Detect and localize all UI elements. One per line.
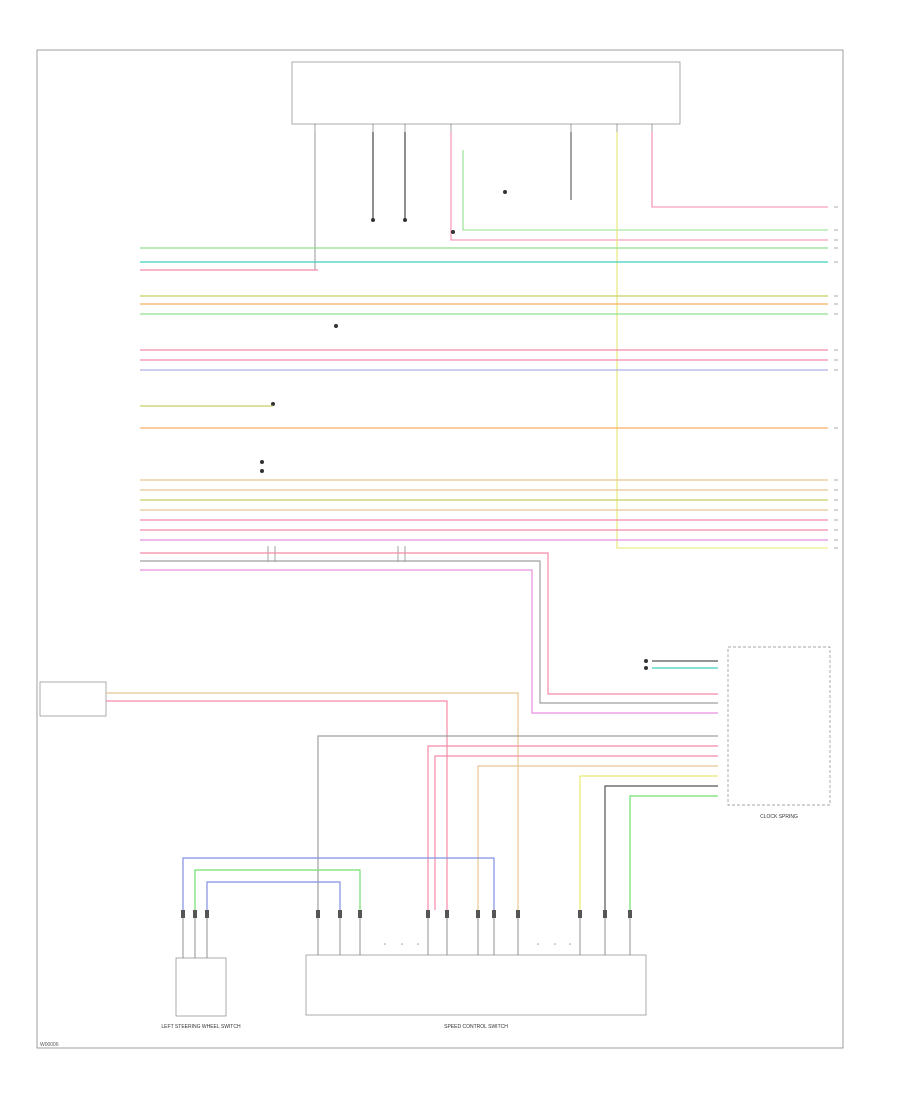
ground-nodes [260, 190, 648, 670]
top-module-pins [314, 124, 653, 132]
connector-junctions [267, 546, 406, 562]
left-steering-wheel-switch-label: LEFT STEERING WHEEL SWITCH [161, 1024, 241, 1030]
top-vertical-wires [314, 132, 828, 549]
speed-switch-connectors [181, 910, 632, 918]
left-steering-wheel-switch-box [175, 957, 227, 1017]
clock-spring-label: CLOCK SPRING [760, 814, 798, 820]
steering-switch-wires [182, 857, 495, 910]
horizontal-wires [140, 247, 828, 541]
speed-switch-wires [317, 735, 718, 910]
clock-spring-wires [140, 552, 718, 714]
top-module-box [291, 61, 681, 125]
right-edge-terminals [834, 206, 838, 549]
speed-control-switch-box [305, 954, 647, 1016]
switch-leads [182, 918, 631, 958]
clock-spring-box [727, 646, 831, 806]
diagram-code: W00006 [40, 1042, 59, 1048]
diagram-frame [36, 49, 844, 1049]
speed-control-switch-label: SPEED CONTROL SWITCH [444, 1024, 508, 1030]
left-module-wires [106, 692, 519, 910]
left-module-box [39, 681, 107, 717]
speed-switch-pin-dots [384, 943, 571, 945]
